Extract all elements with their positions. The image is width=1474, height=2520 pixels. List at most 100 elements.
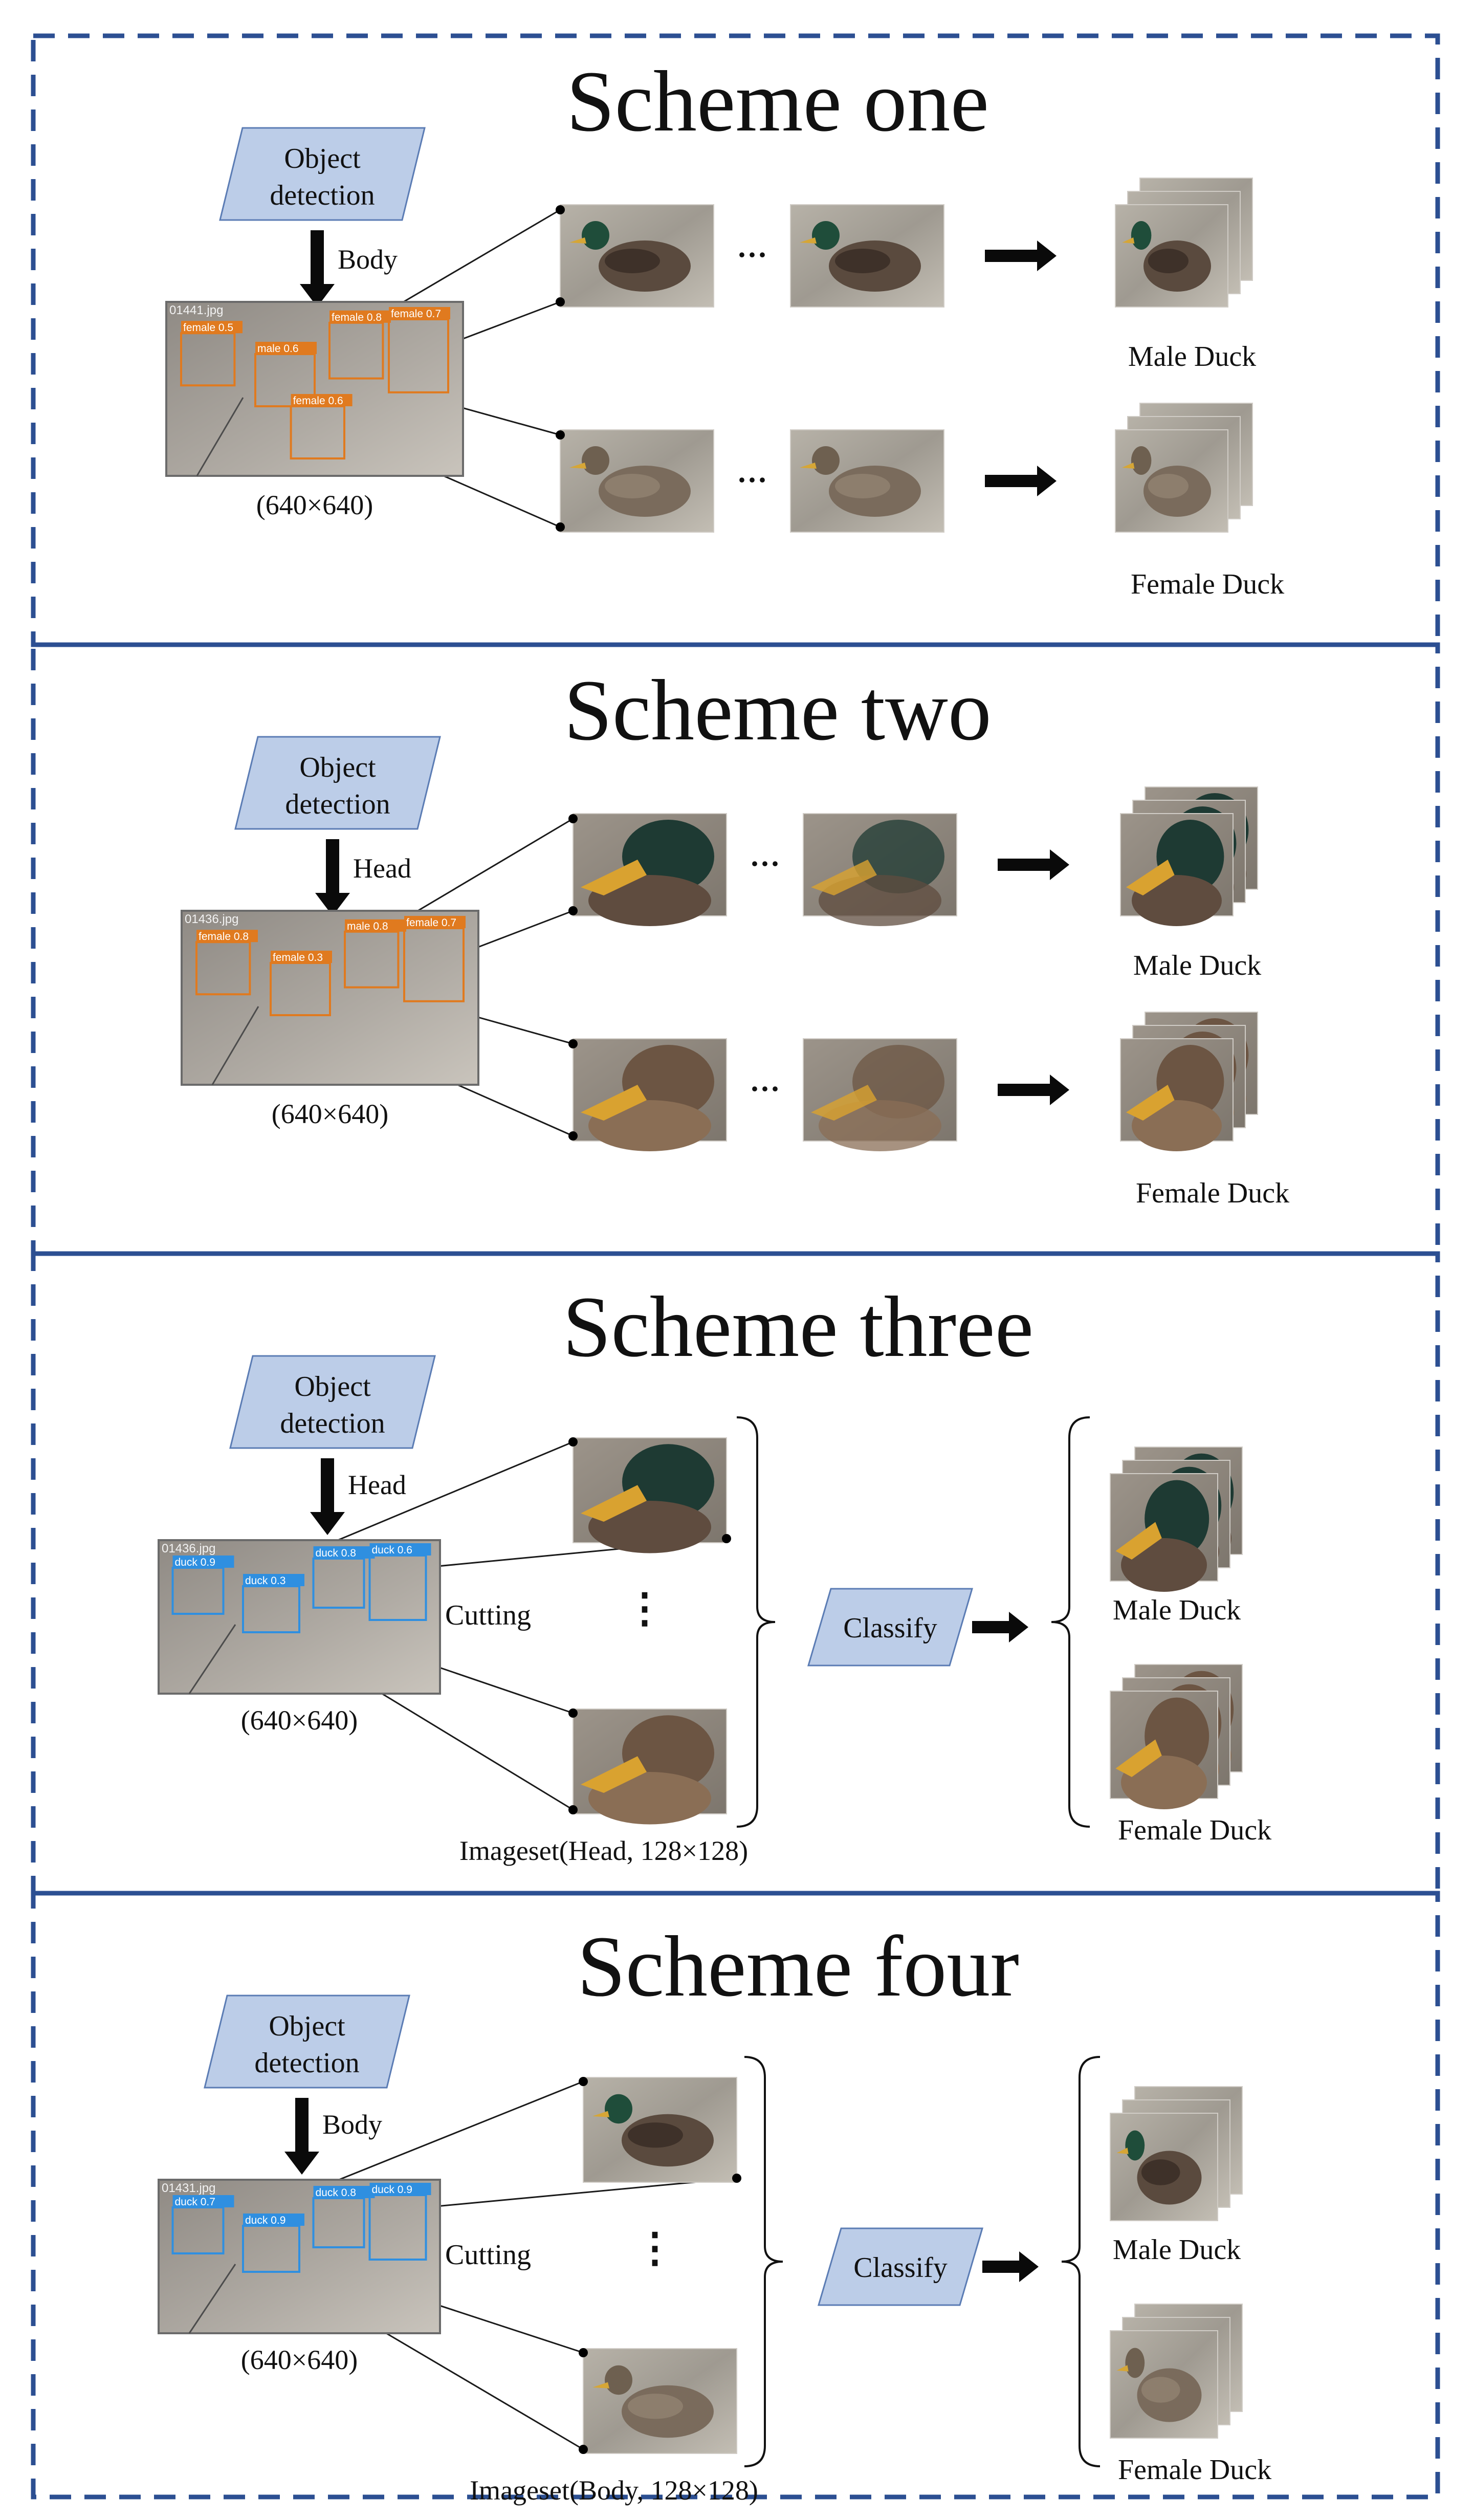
- duck-head: [1131, 221, 1152, 250]
- classify-shape: [807, 1588, 974, 1667]
- duck-bill: [1122, 463, 1135, 469]
- cutting-label: Cutting: [445, 2239, 531, 2271]
- male-duck-stack: [1115, 178, 1253, 308]
- connector-line: [313, 2080, 584, 2191]
- scheme-title: Scheme one: [566, 53, 989, 149]
- duck-wing: [835, 249, 890, 273]
- connector-dot: [732, 2174, 741, 2183]
- duck-head: [1125, 2130, 1145, 2161]
- connector-dot: [579, 2348, 588, 2357]
- down-arrow-icon: [284, 2098, 319, 2175]
- horizontal-ellipsis: ···: [737, 238, 767, 272]
- duck-wing: [1141, 2159, 1180, 2185]
- panel-borders: [31, 33, 1440, 2500]
- female-duck-label: Female Duck: [1118, 1814, 1271, 1846]
- duck-wing: [628, 2122, 683, 2148]
- male-crop-sample-first: [573, 813, 727, 926]
- duck-wing: [628, 2394, 683, 2419]
- detection-label-bg: [313, 1546, 375, 1559]
- female-duck-stack: [1110, 2304, 1243, 2439]
- detection-label: duck 0.3: [245, 1575, 285, 1587]
- imageset-sample-first: [583, 2077, 737, 2183]
- vertical-ellipsis: ⋮: [624, 1586, 665, 1631]
- male-duck-label: Male Duck: [1133, 950, 1261, 981]
- crop-type-label: Body: [322, 2109, 382, 2140]
- detection-label-bg: [389, 307, 450, 319]
- detection-label-bg: [196, 930, 258, 943]
- detection-label-bg: [369, 2183, 431, 2195]
- down-arrow-icon: [315, 839, 350, 916]
- resolution-label: (640×640): [256, 490, 373, 520]
- connector-dot: [568, 1131, 578, 1141]
- object-detection-box: Object detection: [229, 1355, 436, 1449]
- down-arrow-icon: [300, 230, 335, 307]
- frame-road-line: [188, 1624, 236, 1694]
- duck-bill: [1122, 237, 1135, 244]
- female-duck-label: Female Duck: [1118, 2454, 1271, 2486]
- detection-label: duck 0.9: [372, 2184, 412, 2196]
- detection-label-bg: [172, 2195, 234, 2207]
- duck-bill: [1115, 1739, 1162, 1777]
- object-detection-shape: [219, 127, 426, 221]
- duck-bill: [569, 237, 586, 244]
- horizontal-ellipsis: ···: [737, 463, 767, 497]
- duck-wing: [1148, 249, 1189, 273]
- female-duck-stack: [1115, 403, 1253, 533]
- connector-dot: [579, 2077, 588, 2086]
- connector-dot: [556, 522, 565, 532]
- detection-label: female 0.5: [183, 322, 233, 334]
- duck-bill: [581, 1756, 647, 1793]
- duck-bill: [569, 463, 586, 469]
- connector-line: [313, 1441, 574, 1551]
- duck-bill: [581, 1485, 647, 1522]
- detection-label-bg: [291, 394, 353, 406]
- detection-label: female 0.8: [332, 312, 382, 323]
- duck-head: [605, 2094, 632, 2124]
- male-crop-sample-last: [803, 813, 957, 926]
- duck-head: [1131, 446, 1152, 475]
- duck-head: [812, 446, 840, 475]
- horizontal-ellipsis: ···: [750, 847, 780, 881]
- detection-label: female 0.3: [273, 952, 323, 963]
- crop-type-label: Head: [348, 1470, 406, 1500]
- detection-label-bg: [313, 2186, 375, 2198]
- connector-dot: [556, 297, 565, 306]
- duck-bill: [800, 463, 817, 469]
- stacked-sample: [1115, 204, 1228, 308]
- horizontal-ellipsis: ···: [750, 1072, 780, 1106]
- duck-wing: [835, 474, 890, 498]
- stacked-sample: [1120, 813, 1234, 926]
- imageset-sample-last: [583, 2348, 737, 2454]
- duck-wing: [605, 474, 660, 498]
- bracket-right: [736, 1416, 776, 1828]
- connector-dot: [568, 1708, 578, 1718]
- right-arrow-icon: [998, 849, 1069, 880]
- duck-wing: [605, 249, 660, 273]
- duck-bill: [800, 237, 817, 244]
- duck-bill: [592, 2382, 609, 2388]
- connector-dot: [568, 1805, 578, 1814]
- duck-wing: [1141, 2377, 1180, 2403]
- right-arrow-icon: [972, 1612, 1028, 1642]
- resolution-label: (640×640): [272, 1099, 388, 1129]
- object-detection-label-line1: Object: [294, 1371, 371, 1403]
- duck-bill: [1126, 860, 1175, 895]
- object-detection-shape: [229, 1355, 436, 1449]
- scheme-4-panel: Scheme fourObjectdetectionBody01431.jpgd…: [158, 1918, 1271, 2506]
- male-duck-stack: [1110, 2086, 1243, 2221]
- detection-label-bg: [404, 916, 466, 928]
- detection-label: female 0.7: [406, 917, 456, 929]
- object-detection-shape: [204, 1995, 410, 2089]
- detection-label: duck 0.9: [245, 2215, 285, 2226]
- object-detection-shape: [234, 736, 441, 830]
- resolution-label: (640×640): [241, 2344, 358, 2375]
- scheme-panel-3-border: [31, 1251, 1440, 1896]
- object-detection-label-line2: detection: [280, 1408, 385, 1439]
- duck-bill: [811, 1085, 877, 1121]
- detection-label: female 0.8: [199, 931, 249, 943]
- duck-bill: [1116, 2148, 1129, 2154]
- female-duck-stack: [1120, 1012, 1258, 1151]
- connector-dot: [568, 1437, 578, 1447]
